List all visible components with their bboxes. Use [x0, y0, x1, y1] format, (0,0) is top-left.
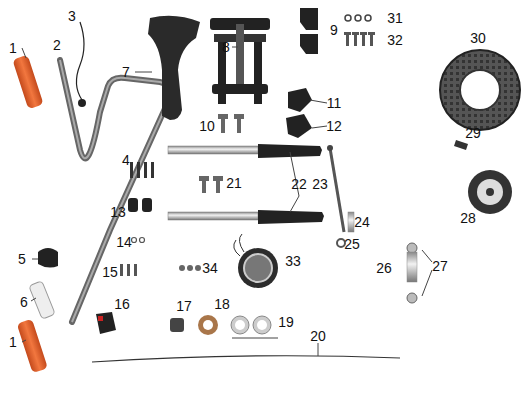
callout-number: 14 — [116, 235, 132, 249]
callout-number: 5 — [18, 252, 26, 266]
callout-number: 8 — [222, 40, 230, 54]
callout-number: 4 — [122, 153, 130, 167]
callout-number: 26 — [376, 261, 392, 275]
callout-number: 12 — [326, 119, 342, 133]
callout-number: 6 — [20, 295, 28, 309]
callout-number: 25 — [344, 237, 360, 251]
callout-number: 16 — [114, 297, 130, 311]
callout-number: 17 — [176, 299, 192, 313]
callout-number: 3 — [68, 9, 76, 23]
callout-number: 15 — [102, 265, 118, 279]
callout-number: 13 — [110, 205, 126, 219]
callout-number: 20 — [310, 329, 326, 343]
callout-number: 19 — [278, 315, 294, 329]
callout-number: 30 — [470, 31, 486, 45]
callout-number: 27 — [432, 259, 448, 273]
callout-number: 9 — [330, 23, 338, 37]
callout-number: 29 — [465, 126, 481, 140]
callout-number: 10 — [199, 119, 215, 133]
callout-number: 32 — [387, 33, 403, 47]
callout-number: 11 — [327, 96, 342, 110]
callout-number: 7 — [122, 65, 130, 79]
callout-number: 18 — [214, 297, 230, 311]
callout-number: 1 — [9, 335, 17, 349]
callout-number: 34 — [202, 261, 218, 275]
callout-number: 28 — [460, 211, 476, 225]
callout-number: 1 — [9, 41, 17, 55]
callout-number: 22 — [291, 177, 307, 191]
callout-number: 31 — [387, 11, 403, 25]
callout-number: 33 — [285, 254, 301, 268]
callout-number: 2 — [53, 38, 61, 52]
callout-number: 21 — [226, 176, 242, 190]
callout-number: 23 — [312, 177, 328, 191]
callout-number: 24 — [354, 215, 370, 229]
